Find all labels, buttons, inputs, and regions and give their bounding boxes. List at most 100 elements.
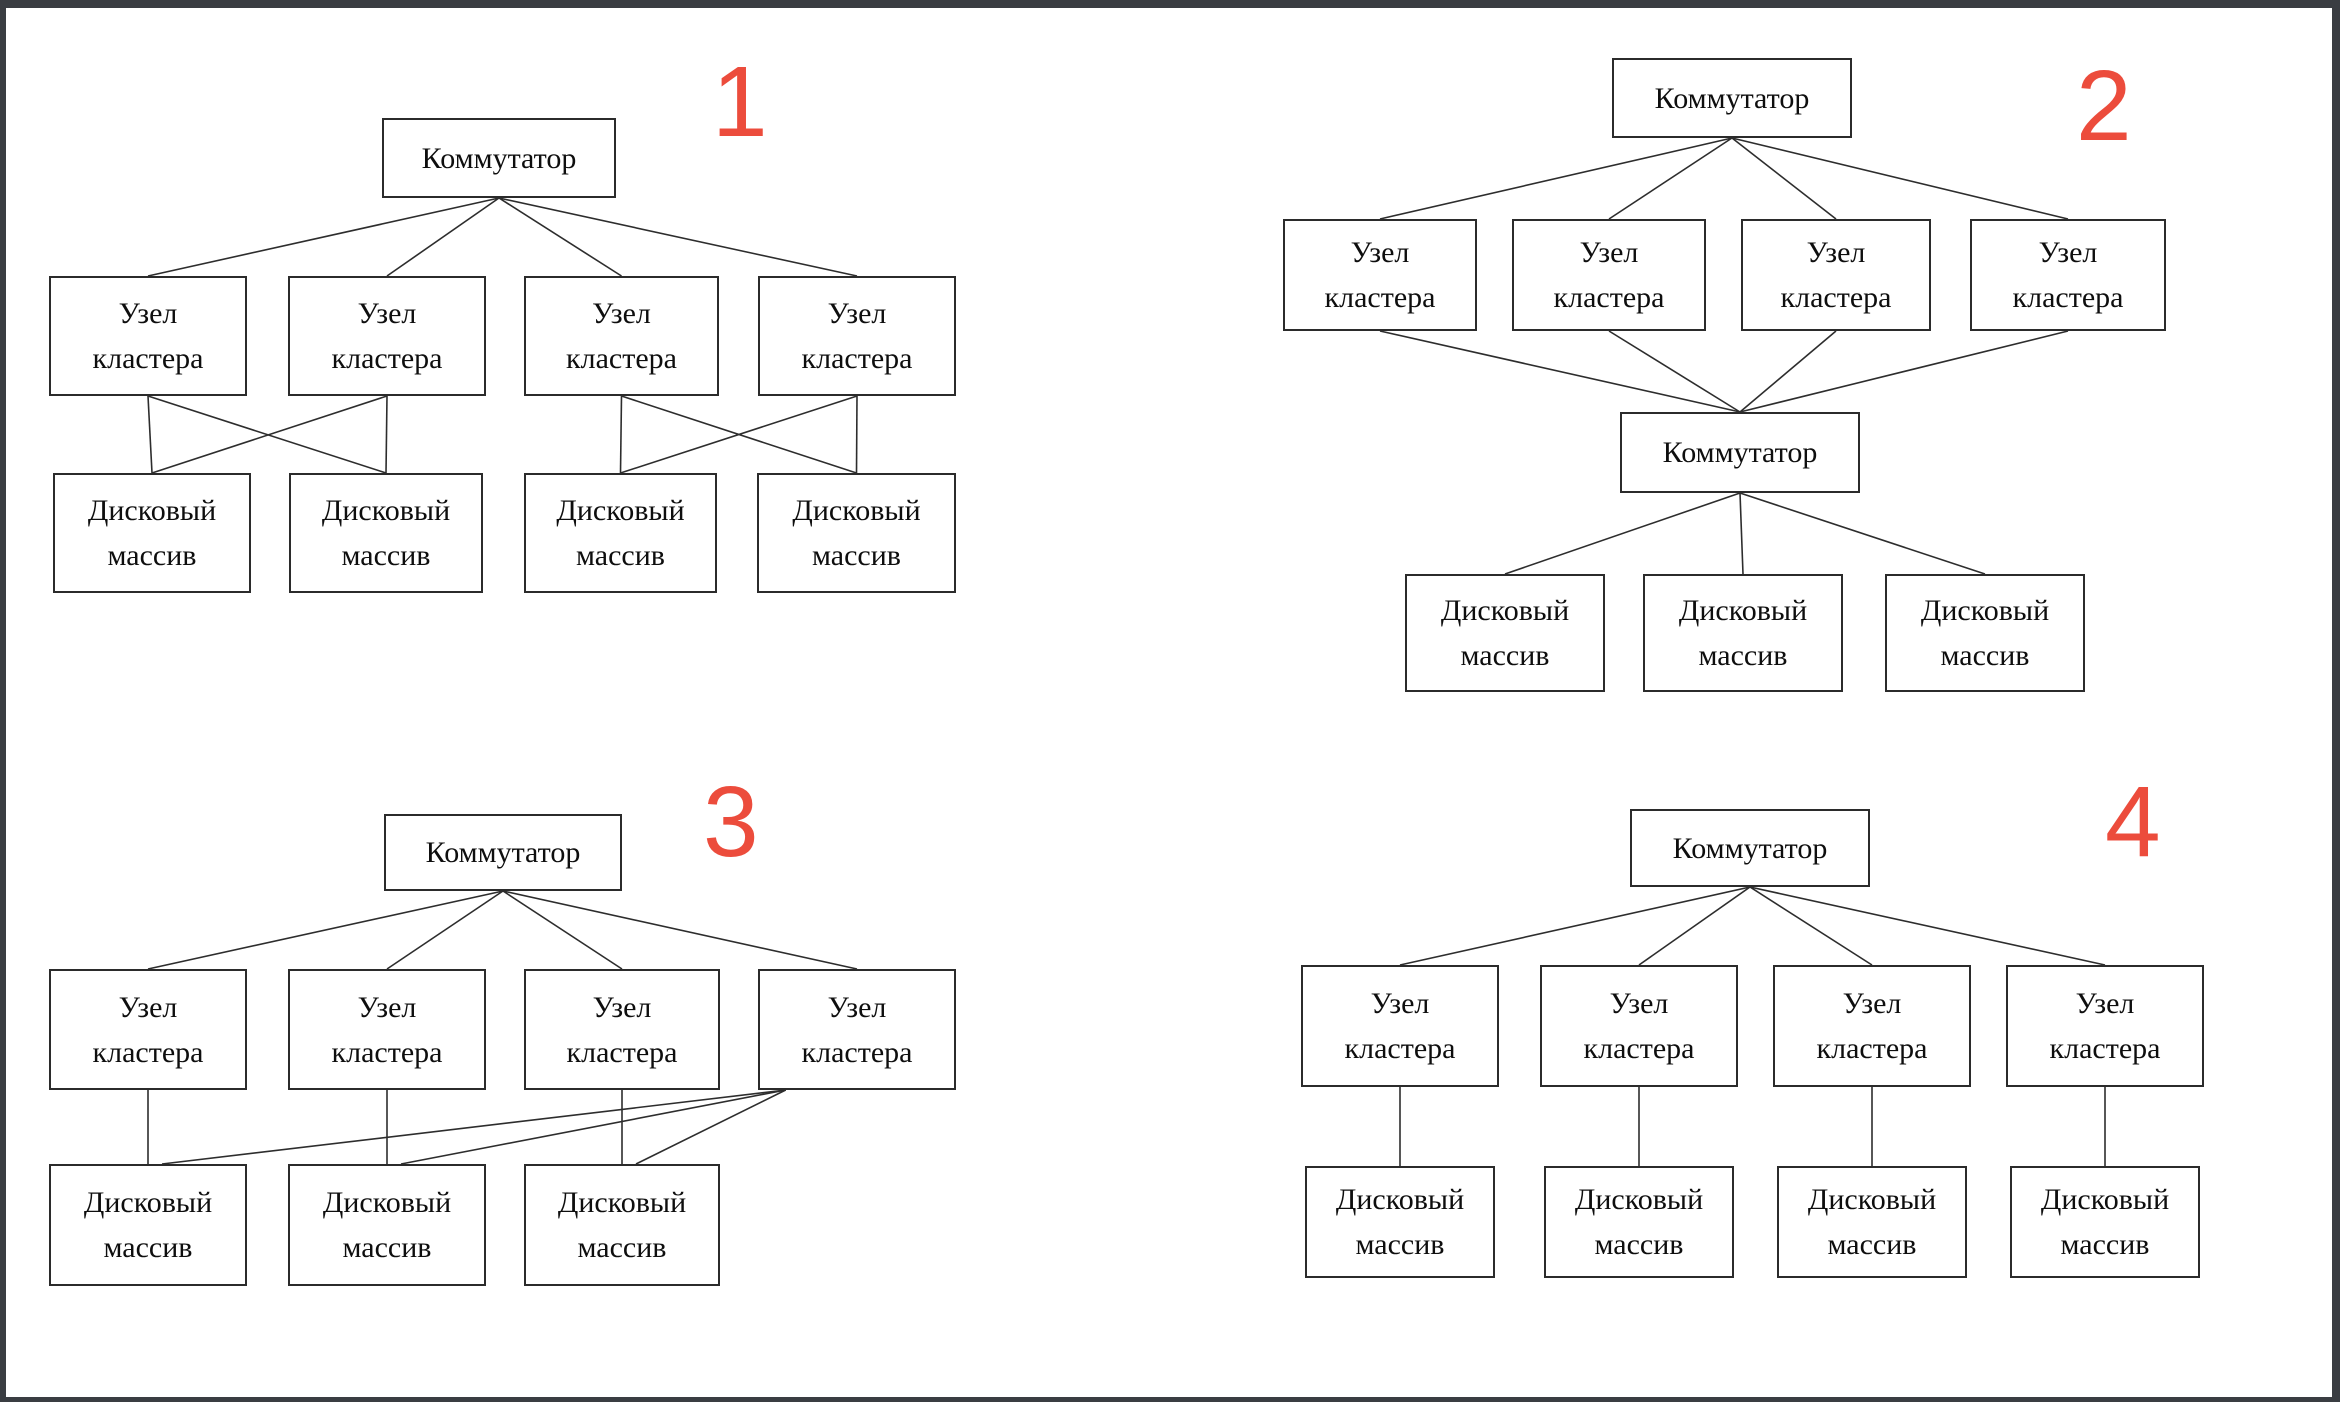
switch-label: Коммутатор <box>1672 831 1828 865</box>
diagram4-number-label: 4 <box>2105 766 2161 878</box>
connector-line <box>385 395 388 474</box>
disk-label-line2: массив <box>1827 1228 1917 1261</box>
disk-label-line2: массив <box>1460 639 1550 672</box>
node-label-line1: Узел <box>2075 987 2135 1020</box>
node-label-line1: Узел <box>1806 236 1866 269</box>
disk-label-line1: Дисковый <box>1920 594 2050 627</box>
connector-line <box>619 395 623 474</box>
disk-label-line2: массив <box>812 539 901 572</box>
connector-line <box>498 197 622 277</box>
diagram2-cluster-node-1-box: Узел кластера <box>1283 219 1477 331</box>
connector-line <box>1399 886 1751 966</box>
diagram1-disk-array-1-box: Дисковый массив <box>53 473 251 593</box>
disk-label-line2: массив <box>1698 639 1788 672</box>
connector-line <box>151 395 388 474</box>
disk-label-line1: Дисковый <box>557 1186 687 1219</box>
diagram3-cluster-node-2-box: Узел кластера <box>288 969 486 1090</box>
node-label-line1: Узел <box>2038 236 2098 269</box>
disk-label-line1: Дисковый <box>1335 1183 1465 1216</box>
diagram3-cluster-node-3-box: Узел кластера <box>524 969 720 1090</box>
connector-line <box>1739 330 2069 413</box>
switch-label: Коммутатор <box>1654 81 1810 115</box>
connector-line <box>386 197 500 277</box>
diagram4-disk-array-1-box: Дисковый массив <box>1305 1166 1495 1278</box>
diagram1-switch-box: Коммутатор <box>382 118 616 198</box>
diagram2-upper-switch-box: Коммутатор <box>1612 58 1852 138</box>
node-label-line2: кластера <box>2012 281 2124 314</box>
connector-line <box>400 1089 786 1165</box>
node-label-line1: Узел <box>592 990 652 1024</box>
switch-label: Коммутатор <box>425 836 581 869</box>
connector-line <box>161 1089 786 1165</box>
node-label-line2: кластера <box>801 1035 913 1069</box>
diagram2-disk-array-3-box: Дисковый массив <box>1885 574 2085 692</box>
disk-label-line2: массив <box>1940 639 2030 672</box>
diagram2-cluster-node-4-box: Узел кластера <box>1970 219 2166 331</box>
diagram3-disk-array-3-box: Дисковый массив <box>524 1164 720 1286</box>
node-label-line1: Узел <box>1370 987 1430 1020</box>
diagram4-disk-array-3-box: Дисковый массив <box>1777 1166 1967 1278</box>
disk-label-line2: массив <box>2060 1228 2150 1261</box>
diagram4-cluster-node-3-box: Узел кластера <box>1773 965 1971 1087</box>
frame-border-top <box>0 0 2340 8</box>
disk-label-line2: массив <box>341 539 431 572</box>
diagram4-switch-box: Коммутатор <box>1630 809 1870 887</box>
connector-line <box>147 395 153 474</box>
node-label-line2: кластера <box>1780 281 1892 314</box>
node-label-line2: кластера <box>566 1035 678 1069</box>
diagram2-lower-switch-box: Коммутатор <box>1620 412 1860 493</box>
diagram3-cluster-node-4-box: Узел кластера <box>758 969 956 1090</box>
connector-line <box>1749 886 1873 966</box>
node-label-line2: кластера <box>1344 1032 1456 1065</box>
diagram1-number-label: 1 <box>712 46 768 158</box>
diagram4-cluster-node-2-box: Узел кластера <box>1540 965 1738 1087</box>
disk-label-line2: массив <box>576 539 665 572</box>
disk-label-line1: Дисковый <box>1807 1183 1937 1216</box>
diagram1-cluster-node-1-box: Узел кластера <box>49 276 247 396</box>
switch-label: Коммутатор <box>421 141 577 175</box>
connector-line <box>1731 137 2069 220</box>
node-label-line2: кластера <box>2049 1032 2161 1065</box>
connector-line <box>855 395 858 474</box>
node-label-line2: кластера <box>331 1035 443 1069</box>
diagram2-cluster-node-3-box: Узел кластера <box>1741 219 1931 331</box>
node-label-line2: кластера <box>1583 1032 1695 1065</box>
disk-label-line2: массив <box>577 1231 667 1264</box>
diagram1-disk-array-4-box: Дисковый массив <box>757 473 956 593</box>
diagram4-cluster-node-4-box: Узел кластера <box>2006 965 2204 1087</box>
node-label-line2: кластера <box>1324 281 1436 314</box>
node-label-line1: Узел <box>827 990 887 1024</box>
diagram4-disk-array-2-box: Дисковый массив <box>1544 1166 1734 1278</box>
disk-label-line1: Дисковый <box>792 494 921 527</box>
disk-label-line2: массив <box>342 1231 432 1264</box>
connector-line <box>498 197 858 277</box>
diagram2-disk-array-2-box: Дисковый массив <box>1643 574 1843 692</box>
diagram3-disk-array-1-box: Дисковый массив <box>49 1164 247 1286</box>
diagram3-disk-array-2-box: Дисковый массив <box>288 1164 486 1286</box>
node-label-line1: Узел <box>1609 987 1669 1020</box>
node-label-line1: Узел <box>1350 236 1410 269</box>
node-label-line1: Узел <box>357 297 417 330</box>
disk-label-line1: Дисковый <box>1678 594 1808 627</box>
diagram1-disk-array-3-box: Дисковый массив <box>524 473 717 593</box>
connector-line <box>1731 137 1837 220</box>
node-label-line1: Узел <box>592 297 651 330</box>
frame-border-left <box>0 0 6 1402</box>
connector-line <box>1608 330 1741 413</box>
node-label-line1: Узел <box>827 297 887 330</box>
node-label-line2: кластера <box>92 342 204 375</box>
node-label-line2: кластера <box>801 342 913 375</box>
connector-line <box>1608 137 1733 220</box>
node-label-line1: Узел <box>1842 987 1902 1020</box>
node-label-line2: кластера <box>1553 281 1665 314</box>
diagram3-number-label: 3 <box>703 766 759 878</box>
switch-label: Коммутатор <box>1662 436 1818 469</box>
node-label-line1: Узел <box>1579 236 1639 269</box>
disk-label-line2: массив <box>103 1231 193 1264</box>
connector-line <box>635 1089 787 1165</box>
connector-line <box>1379 330 1741 413</box>
diagram1-disk-array-2-box: Дисковый массив <box>289 473 483 593</box>
frame-border-bottom <box>0 1397 2340 1402</box>
